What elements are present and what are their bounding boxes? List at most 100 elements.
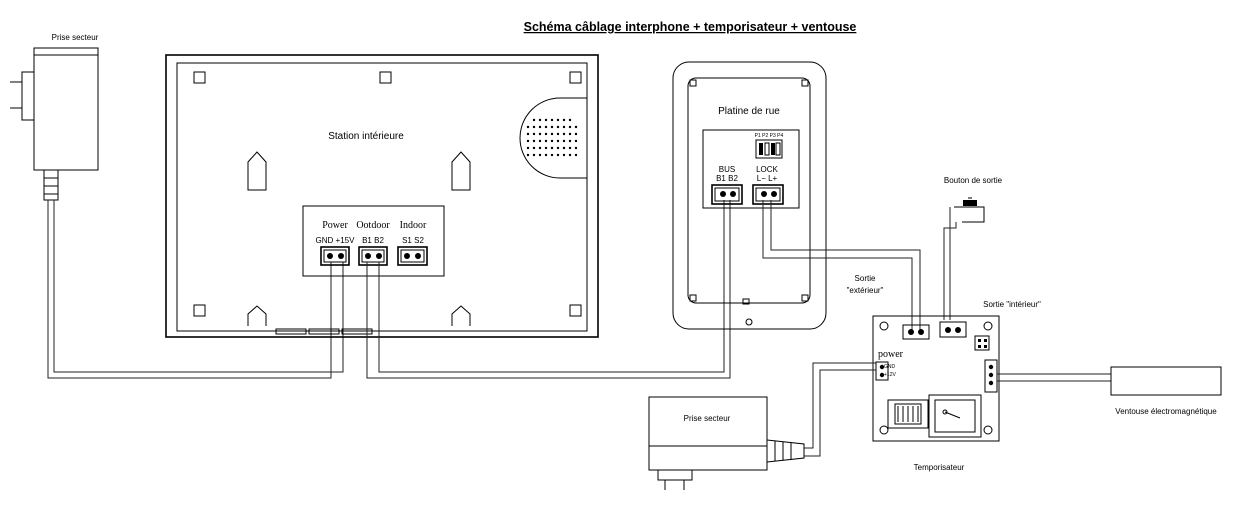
power-adapter-bottom-label: Prise secteur [684, 414, 731, 423]
speaker-dot [538, 132, 542, 136]
speaker-dot [574, 139, 578, 143]
timer-power-terminal [875, 361, 889, 381]
adapter-bottom-plug [657, 469, 693, 481]
speaker-dot [574, 146, 578, 150]
speaker-dot [574, 132, 578, 136]
output-outdoor-label-2: "extérieur" [847, 286, 884, 295]
speaker-dot [568, 125, 572, 129]
lock-terminal [752, 184, 784, 205]
speaker-dot [526, 125, 530, 129]
gnd-15v-label: GND +15V [316, 236, 356, 245]
timer-outdoor-terminal [902, 324, 930, 340]
speaker-dot [532, 125, 536, 129]
speaker-dot [550, 139, 554, 143]
electromagnetic-lock-label: Ventouse électromagnétique [1115, 407, 1217, 416]
street-panel-b1-b2-label: B1 B2 [716, 174, 738, 183]
electromagnetic-lock: Ventouse électromagnétique [1110, 366, 1222, 416]
timer-indoor-terminal [939, 321, 967, 338]
cable-adapter-to-station-gnd [47, 200, 332, 379]
timer-board-outline [872, 315, 1000, 442]
speaker-dot [568, 153, 572, 157]
adapter-bottom-body [648, 396, 768, 471]
indoor-terminal [397, 246, 428, 266]
bus-label: BUS [719, 165, 735, 174]
adapter-body [33, 47, 99, 171]
speaker-dot [556, 132, 560, 136]
speaker-dot [562, 139, 566, 143]
speaker-dot [568, 139, 572, 143]
speaker-dot [532, 153, 536, 157]
cable-adapter-to-station-15v [53, 200, 344, 373]
outdoor-label: Ootdoor [356, 220, 390, 231]
power-terminal [320, 246, 350, 266]
jumper-block [755, 139, 783, 159]
lock-label: LOCK [756, 165, 778, 174]
speaker-dot [532, 139, 536, 143]
speaker-dot [544, 118, 548, 122]
speaker-dot [550, 132, 554, 136]
diagram-title: Schéma câblage interphone + temporisateu… [524, 20, 857, 34]
speaker-dot [556, 139, 560, 143]
speaker-dot [556, 146, 560, 150]
street-panel: Platine de rue P1 P2 P3 P4 BUS B1 B2 LOC… [672, 61, 827, 330]
lock-pins-label: L− L+ [757, 174, 778, 183]
timer-potentiometer [887, 399, 929, 429]
output-outdoor-label-1: Sortie [855, 274, 876, 283]
speaker-dot [532, 132, 536, 136]
speaker-dot [538, 153, 542, 157]
speaker-dot [568, 118, 572, 122]
speaker-dot [538, 118, 542, 122]
cable-bottom-adapter-12v [804, 369, 876, 457]
bus-terminal [711, 184, 743, 205]
station-b1-b2-label: B1 B2 [362, 236, 384, 245]
indoor-station-outer [165, 54, 599, 338]
speaker-dot [562, 125, 566, 129]
speaker-dot [568, 146, 572, 150]
speaker-dot [562, 132, 566, 136]
speaker-dot [556, 153, 560, 157]
speaker-dot [550, 125, 554, 129]
speaker-dot [526, 132, 530, 136]
electromagnetic-lock-body [1110, 366, 1222, 396]
timer-power-label: power [878, 349, 904, 360]
bus-wire-b1 [366, 200, 731, 379]
output-indoor-label: Sortie "intérieur" [983, 300, 1041, 309]
timer-gnd-label: GND [884, 364, 896, 370]
speaker-dot [562, 153, 566, 157]
speaker-dot [574, 153, 578, 157]
speaker-dot [538, 139, 542, 143]
speaker-dot [532, 146, 536, 150]
cable-bottom-adapter-gnd [804, 362, 876, 449]
speaker-dot [550, 153, 554, 157]
speaker-dot [562, 118, 566, 122]
exit-button-label: Bouton de sortie [944, 176, 1003, 185]
lock-wire-plus [770, 200, 921, 330]
timer-relay [928, 394, 982, 438]
speaker-dot [544, 125, 548, 129]
adapter-plug [21, 71, 35, 121]
s1-s2-label: S1 S2 [402, 236, 424, 245]
outdoor-terminal [358, 246, 388, 266]
speaker-dot [568, 132, 572, 136]
speaker-dots [526, 118, 578, 157]
speaker-dot [526, 139, 530, 143]
speaker-dot [562, 146, 566, 150]
speaker-dot [550, 118, 554, 122]
speaker-dot [532, 118, 536, 122]
speaker-dot [538, 125, 542, 129]
power-adapter-bottom: Prise secteur [648, 396, 805, 490]
speaker-dot [544, 146, 548, 150]
speaker-dot [574, 125, 578, 129]
speaker-dot [544, 153, 548, 157]
speaker-dot [526, 146, 530, 150]
jumper-label: P1 P2 P3 P4 [755, 133, 784, 139]
bus-wire-b2 [378, 200, 725, 373]
street-panel-label: Platine de rue [718, 106, 780, 117]
speaker-grille [519, 97, 587, 179]
timer-board: power GND +12V [872, 315, 1000, 442]
power-label: Power [322, 220, 348, 231]
indoor-station-inner [176, 62, 588, 332]
timer-lock-terminal [984, 359, 998, 393]
power-adapter-top: Prise secteur [10, 33, 99, 201]
